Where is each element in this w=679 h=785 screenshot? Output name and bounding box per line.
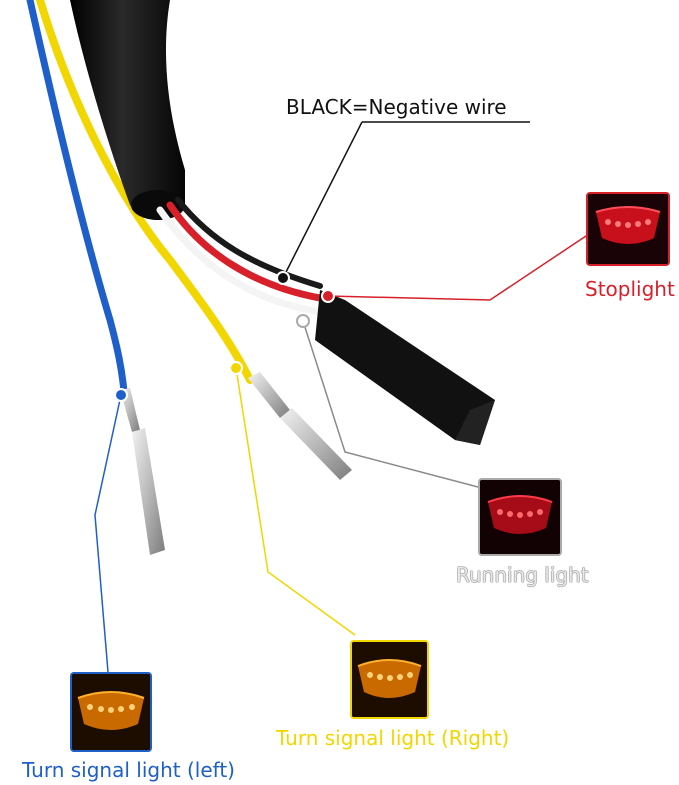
blue-wire — [26, 0, 128, 396]
leader-stoplight — [327, 231, 593, 301]
marker-black — [276, 271, 290, 285]
marker-white — [296, 314, 310, 328]
leader-negative — [282, 121, 363, 279]
label-negative-wire: BLACK=Negative wire — [286, 95, 507, 119]
connector-block — [315, 290, 495, 445]
black-sheath — [70, 0, 185, 220]
yellow-spade-terminal — [248, 372, 352, 480]
marker-blue — [114, 388, 128, 402]
turn-right-lamp-icon — [350, 640, 429, 719]
red-inner-wire — [166, 201, 324, 302]
leader-turn-left — [94, 394, 122, 673]
stoplight-lamp-icon — [586, 192, 670, 266]
leader-running — [302, 320, 479, 488]
blue-spade-terminal — [120, 388, 165, 555]
label-stoplight: Stoplight — [585, 277, 675, 301]
yellow-wire — [36, 0, 254, 384]
label-turn-left: Turn signal light (left) — [22, 758, 235, 782]
marker-red — [321, 289, 335, 303]
turn-left-lamp-icon — [70, 672, 152, 752]
black-inner-wire — [175, 197, 323, 289]
marker-yellow — [229, 361, 243, 375]
white-inner-wire — [156, 206, 324, 316]
label-turn-right: Turn signal light (Right) — [276, 726, 510, 750]
label-running-light: Running light — [456, 563, 589, 587]
leader-turn-right — [235, 367, 356, 636]
running-light-lamp-icon — [478, 478, 562, 556]
